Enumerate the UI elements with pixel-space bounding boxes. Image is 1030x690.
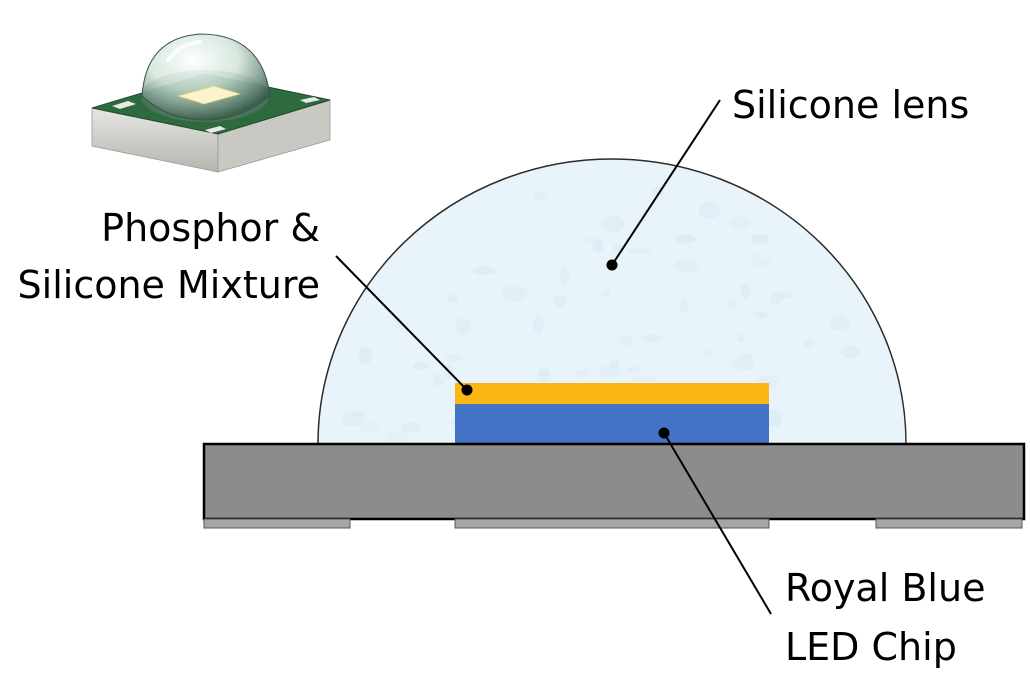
lens-speckle — [401, 422, 422, 433]
lens-speckle — [359, 421, 378, 434]
lens-speckle — [728, 216, 750, 230]
lens-speckle — [754, 310, 768, 319]
lens-speckle — [448, 294, 459, 303]
leader-line-phosphor — [335, 255, 468, 391]
lens-speckle — [472, 266, 496, 276]
lens-speckle — [750, 234, 770, 245]
solder-pad-left — [203, 518, 351, 529]
solder-pad-right — [875, 518, 1023, 529]
lens-speckle — [455, 318, 472, 335]
lens-speckle — [532, 191, 546, 202]
lens-speckle — [532, 315, 544, 334]
leader-dot-phosphor — [461, 384, 473, 396]
lens-speckle — [627, 366, 640, 374]
lens-speckle — [537, 367, 551, 383]
lens-speckle — [736, 334, 746, 343]
lens-speckle — [616, 336, 633, 346]
lens-speckle — [732, 357, 741, 371]
label-phosphor-line2: Silicone Mixture — [18, 263, 320, 307]
lens-speckle — [586, 236, 602, 244]
lens-speckle — [355, 410, 367, 417]
lens-speckle — [610, 358, 619, 370]
solder-pad-center — [454, 518, 770, 529]
lens-speckle — [751, 259, 772, 267]
lens-speckle — [559, 267, 569, 285]
lens-speckle — [776, 290, 794, 300]
label-phosphor-line1: Phosphor & — [101, 206, 320, 250]
lens-speckle — [613, 243, 624, 253]
lens-speckle — [592, 240, 604, 254]
lens-speckle — [392, 315, 404, 328]
lens-speckle — [432, 373, 445, 387]
lens-speckle — [357, 346, 373, 364]
lens-speckle — [750, 253, 761, 262]
lens-speckle — [840, 346, 861, 359]
lens-speckle — [765, 409, 783, 428]
lens-speckle — [552, 295, 567, 308]
lens-speckle — [574, 369, 590, 377]
leader-dot-chip — [658, 427, 670, 439]
lens-speckle — [728, 297, 738, 309]
lens-speckle — [698, 202, 721, 219]
lens-speckle — [412, 361, 430, 370]
lens-speckle — [602, 289, 612, 297]
lens-speckle — [740, 283, 751, 299]
label-chip-line2: LED Chip — [785, 625, 957, 669]
lens-speckle — [385, 431, 408, 443]
lens-speckle — [679, 296, 689, 314]
leader-line-lens — [611, 99, 721, 266]
lens-speckle — [770, 292, 782, 306]
lens-speckle — [803, 339, 815, 348]
lens-speckle — [702, 348, 712, 359]
lens-speckle — [627, 247, 652, 255]
led-package-icon — [91, 33, 331, 173]
label-silicone-lens: Silicone lens — [732, 83, 969, 127]
lens-speckle — [632, 374, 656, 382]
lens-speckle — [674, 234, 697, 244]
lens-speckle — [502, 285, 528, 302]
substrate — [202, 442, 1026, 521]
lens-speckle — [674, 259, 699, 272]
lens-speckle — [445, 353, 462, 363]
lens-speckle — [602, 215, 625, 233]
leader-dot-lens — [606, 259, 618, 271]
lens-speckle — [738, 353, 755, 371]
lens-speckle — [830, 315, 850, 331]
leader-line-chip — [663, 432, 772, 615]
phosphor-layer — [455, 383, 769, 405]
led-chip — [455, 404, 769, 445]
label-chip-line1: Royal Blue — [785, 566, 985, 610]
lens-speckle — [641, 333, 662, 343]
lens-speckle — [598, 364, 623, 377]
